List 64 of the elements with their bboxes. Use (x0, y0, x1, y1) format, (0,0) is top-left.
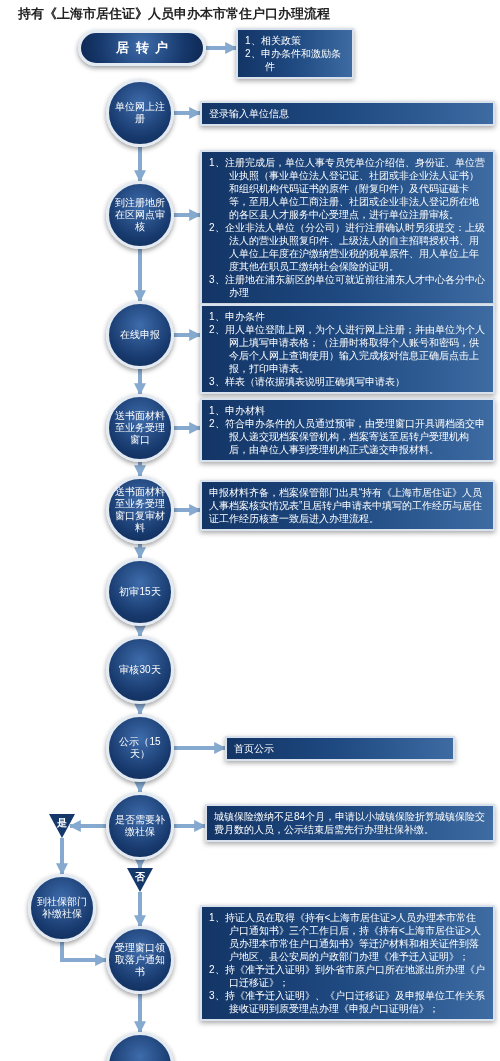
arrow (134, 781, 146, 794)
info-text: 1、注册完成后，单位人事专员凭单位介绍信、身份证、单位营业执照（事业单位法人登记证、社团或非企业法人证书）和组织机构代码证书的原件（附复印件）及代码证磁卡等，至用人单位工商注册、社团或企业非法人登记所在地的各区县人才服务中心受理点，进行单位注册审核。 (209, 156, 486, 221)
step-label: 送书面材料至业务受理窗口复审材料 (114, 486, 166, 534)
info-box (200, 905, 495, 1021)
arrow (206, 42, 238, 54)
step-label: 到注册地所在区网点审核 (114, 197, 166, 233)
arrow (174, 209, 202, 221)
arrow (174, 329, 202, 341)
info-box (200, 150, 495, 305)
arrow (134, 544, 146, 560)
info-text: 2、持《准予迁入证明》到外省市原户口所在地派出所办理《户口迁移证》； (209, 963, 486, 989)
arrow (134, 147, 146, 183)
info-text: 3、注册地在浦东新区的单位可就近前往浦东人才中心各分中心办理 (209, 273, 486, 299)
step-label: 到社保部门补缴社保 (36, 896, 88, 920)
arrow (134, 462, 146, 478)
info-text: 3、样表（请依据填表说明正确填写申请表） (209, 375, 406, 388)
arrow (56, 838, 68, 876)
info-box (200, 304, 495, 394)
info-text: 2、用人单位登陆上网，为个人进行网上注册；并由单位为个人网上填写申请表格；（注册时将取得个人账号和密码，供今后个人网上查询使用）输入完成核对信息正确后点击上报，打印申请表。 (209, 323, 486, 375)
arrow (134, 994, 146, 1034)
info-box (200, 480, 495, 531)
step-label: 受理窗口领取落户通知书 (114, 942, 166, 978)
step-label: 单位网上注册 (114, 101, 166, 125)
info-box (225, 736, 455, 761)
info-text: 登录输入单位信息 (209, 107, 290, 120)
info-text: 1、申办条件 (209, 310, 266, 323)
arrow (60, 942, 108, 966)
info-text: 2、企业非法人单位（分公司）进行注册确认时另须提交：上级法人的营业执照复印件、上级法人的自主招聘授权书、用人单位上年度在沪缴纳营业税的税单原件、用人单位上年度其他在职员工缴纳社会保险的证明。 (209, 221, 486, 273)
arrow (174, 742, 227, 754)
step-label: 是否需要补缴社保 (114, 814, 166, 838)
arrow (68, 820, 106, 832)
info-text: 首页公示 (234, 742, 275, 755)
diagram-title: 持有《上海市居住证》人员申办本市常住户口办理流程 (18, 5, 330, 23)
info-box (205, 804, 495, 842)
step-label: 审核30天 (118, 664, 162, 676)
step-label: 在线申报 (119, 329, 161, 341)
arrow (134, 625, 146, 638)
info-box (200, 101, 495, 126)
decision-marker (49, 814, 75, 838)
step-label: 是 (57, 816, 67, 830)
step-label: 公示（15天） (118, 736, 162, 760)
info-text: 2、符合申办条件的人员通过预审，由受理窗口开具调档函交申报人递交现档案保管机构，档案寄送至居转户受理机构后，由单位人事到受理机构正式递交申报材料。 (209, 417, 486, 456)
arrow (174, 504, 202, 516)
info-text: 申报材料齐备，档案保管部门出具“持有《上海市居住证》人员人事档案核实情况表”且居转户申请表中填写的工作经历与居住证工作经历核查一致后进入办理流程。 (209, 486, 484, 525)
info-text: 1、申办材料 (209, 404, 266, 417)
info-box (236, 28, 354, 79)
arrow (134, 249, 146, 303)
info-text: 3、持《准予迁入证明》、《户口迁移证》及申报单位工作关系接收证明到原受理点办理《申报户口证明信》； (209, 989, 486, 1015)
arrow (134, 892, 146, 928)
arrow (174, 820, 207, 832)
arrow (134, 703, 146, 716)
step-label: 初审15天 (118, 586, 162, 598)
info-text: 1、持证人员在取得《持有<上海市居住证>人员办理本市常住户口通知书》三个工作日后，持《持有<上海市居住证>人员办理本市常住户口通知书》等迁沪材料和相关证件到落户地区、县公安局的户政部门办理《准予迁入证明》； (209, 911, 482, 963)
arrow (174, 107, 202, 119)
info-box (200, 398, 495, 462)
arrow (134, 369, 146, 396)
arrow (174, 422, 202, 434)
step-label: 送书面材料至业务受理窗口 (114, 410, 166, 446)
info-text: 1、相关政策 (245, 34, 302, 47)
step-label: 居转户 (115, 39, 175, 58)
info-text: 城镇保险缴纳不足84个月，申请以小城镇保险折算城镇保险交费月数的人员，公示结束后需先行办理社保补缴。 (214, 810, 486, 836)
step-label: 否 (135, 870, 145, 884)
decision-marker (127, 868, 153, 892)
info-text: 2、申办条件和激励条件 (245, 47, 342, 73)
